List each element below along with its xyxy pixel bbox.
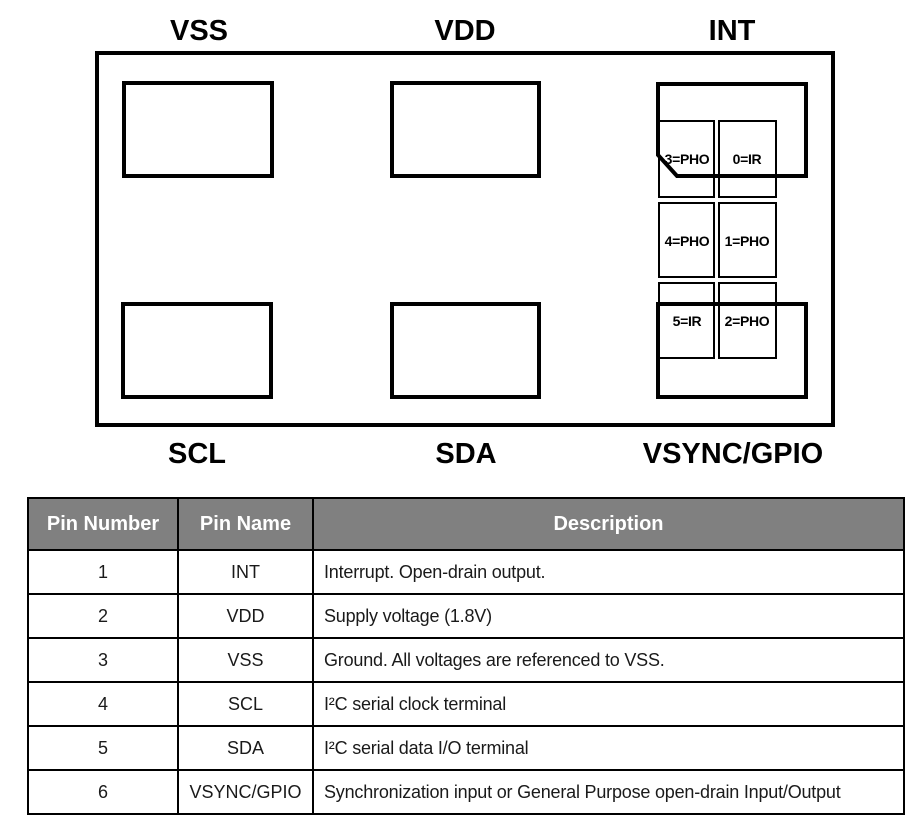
table-row: 6 VSYNC/GPIO Synchronization input or Ge…	[27, 769, 905, 815]
sensor-cell-label: 1=PHO	[725, 233, 770, 249]
pin-label-vsync-gpio: VSYNC/GPIO	[643, 438, 824, 470]
table-row: 5 SDA I²C serial data I/O terminal	[27, 725, 905, 771]
sensor-cell-4pho	[658, 202, 715, 278]
pin-number-cell: 5	[27, 725, 179, 771]
sensor-cell-label: 4=PHO	[665, 233, 710, 249]
table-row: 3 VSS Ground. All voltages are reference…	[27, 637, 905, 683]
header-description: Description	[312, 497, 905, 551]
pin-description-cell: Supply voltage (1.8V)	[312, 593, 905, 639]
package-outline	[95, 51, 835, 427]
pin-description-cell: Ground. All voltages are referenced to V…	[312, 637, 905, 683]
pin-name-cell: SDA	[177, 725, 314, 771]
pin-name-cell: VSS	[177, 637, 314, 683]
pin-description-cell: Interrupt. Open-drain output.	[312, 549, 905, 595]
sensor-cell-label: 3=PHO	[665, 151, 710, 167]
sensor-cell-label: 2=PHO	[725, 313, 770, 329]
table-row: 4 SCL I²C serial clock terminal	[27, 681, 905, 727]
pad-vss	[122, 81, 274, 178]
pin-name-cell: VSYNC/GPIO	[177, 769, 314, 815]
pin-label-vss: VSS	[170, 15, 228, 47]
pin-name-cell: SCL	[177, 681, 314, 727]
pin-label-int: INT	[709, 15, 756, 47]
pad-sda	[390, 302, 541, 399]
header-pin-number: Pin Number	[27, 497, 179, 551]
sensor-cell-2pho	[718, 282, 777, 359]
table-header-row: Pin Number Pin Name Description	[27, 497, 905, 551]
pin-number-cell: 1	[27, 549, 179, 595]
pin-name-cell: INT	[177, 549, 314, 595]
sensor-cell-label: 0=IR	[733, 151, 762, 167]
sensor-cell-label: 5=IR	[673, 313, 702, 329]
pin-label-vdd: VDD	[434, 15, 495, 47]
pin-description-cell: I²C serial data I/O terminal	[312, 725, 905, 771]
pad-vdd	[390, 81, 541, 178]
pin-label-scl: SCL	[168, 438, 226, 470]
pin-number-cell: 3	[27, 637, 179, 683]
pin-number-cell: 2	[27, 593, 179, 639]
pinout-diagram: 3=PHO 0=IR 4=PHO 1=PHO 5=IR 2=PHO VSS VD…	[95, 15, 835, 470]
pin-description-cell: Synchronization input or General Purpose…	[312, 769, 905, 815]
pin-number-cell: 4	[27, 681, 179, 727]
pin-label-sda: SDA	[435, 438, 496, 470]
sensor-cell-5ir	[658, 282, 715, 359]
pin-description-table: Pin Number Pin Name Description 1 INT In…	[27, 497, 905, 815]
pin-number-cell: 6	[27, 769, 179, 815]
pad-scl	[121, 302, 273, 399]
table-row: 1 INT Interrupt. Open-drain output.	[27, 549, 905, 595]
sensor-cell-1pho	[718, 202, 777, 278]
pin-name-cell: VDD	[177, 593, 314, 639]
header-pin-name: Pin Name	[177, 497, 314, 551]
pin-description-cell: I²C serial clock terminal	[312, 681, 905, 727]
sensor-cell-3pho	[658, 120, 715, 198]
sensor-cell-0ir	[718, 120, 777, 198]
table-row: 2 VDD Supply voltage (1.8V)	[27, 593, 905, 639]
